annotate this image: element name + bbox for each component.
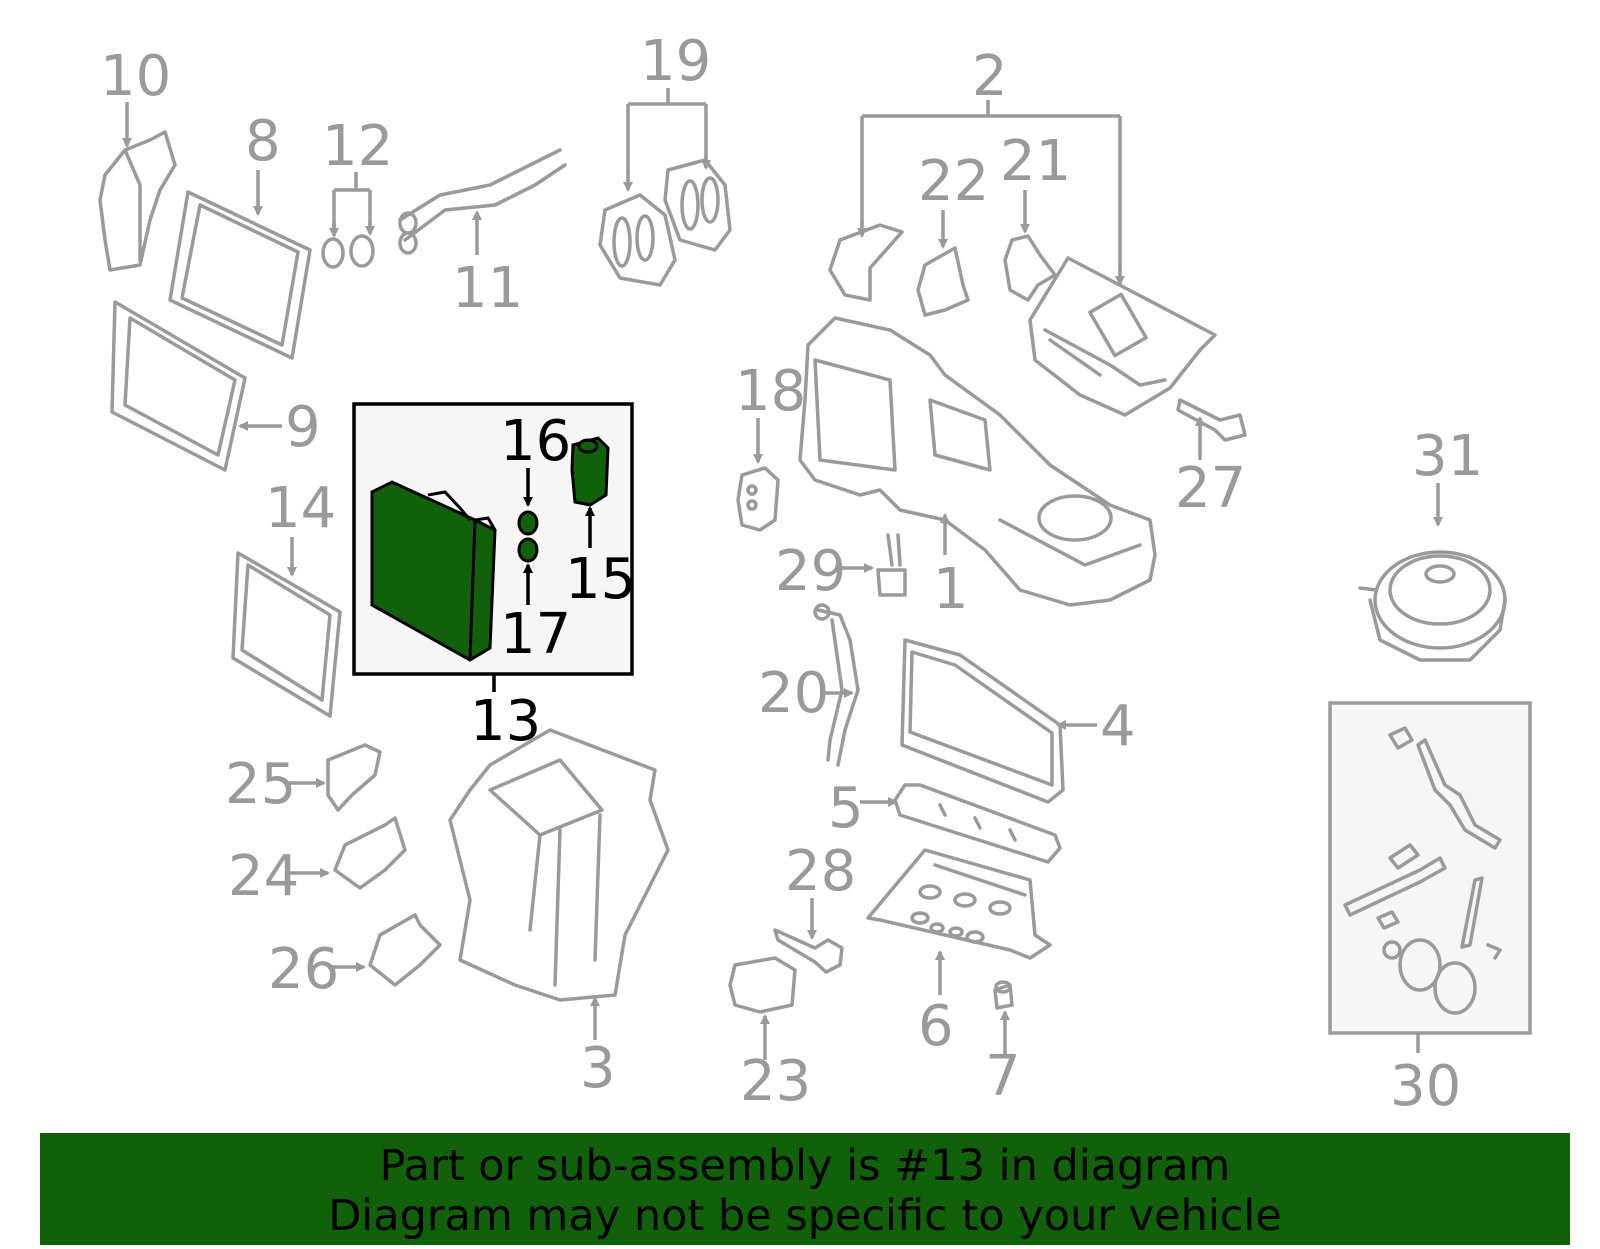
- part-10-bracket: [98, 130, 177, 272]
- part-26-actuator: [368, 913, 442, 987]
- part-22-door: [916, 246, 970, 317]
- callout-13: 13: [470, 689, 541, 754]
- part-8-heater-core: [168, 190, 312, 360]
- callout-9: 9: [285, 395, 321, 460]
- part-24-actuator: [333, 816, 407, 890]
- callout-29: 29: [775, 539, 846, 604]
- part-27-sensor: [1176, 398, 1247, 442]
- part-14-cabin-filter: [231, 551, 342, 718]
- callout-25: 25: [225, 752, 296, 817]
- part-2-door-left: [828, 223, 904, 302]
- callout-4: 4: [1100, 694, 1136, 759]
- part-21-door: [1003, 234, 1057, 302]
- callout-31: 31: [1412, 424, 1483, 489]
- callout-17: 17: [500, 602, 571, 667]
- part-29-screw: [876, 533, 907, 597]
- part-7-drain: [993, 980, 1014, 1010]
- part-28-sensor: [773, 928, 844, 974]
- callout-18: 18: [735, 359, 806, 424]
- part-30-linkage-kit: [1328, 701, 1532, 1035]
- callout-3: 3: [580, 1036, 616, 1101]
- callout-6: 6: [918, 994, 954, 1059]
- callout-26: 26: [268, 937, 339, 1002]
- part-18-actuator: [736, 466, 780, 532]
- callout-1: 1: [933, 557, 969, 622]
- callout-15: 15: [565, 547, 636, 612]
- part-31-blower-motor: [1358, 550, 1507, 662]
- part-19-gaskets: [598, 158, 732, 287]
- part-20-tube: [813, 603, 860, 767]
- part-6-tray: [866, 848, 1052, 960]
- callout-28: 28: [785, 839, 856, 904]
- callout-21: 21: [1000, 129, 1071, 194]
- callout-14: 14: [265, 476, 336, 541]
- part-9-core: [110, 300, 247, 472]
- callout-23: 23: [740, 1049, 811, 1114]
- callout-11: 11: [452, 256, 523, 321]
- banner-line-1: Part or sub-assembly is #13 in diagram: [379, 1141, 1231, 1191]
- part-11-pipe: [398, 148, 567, 255]
- part-2-upper-housing: [1028, 256, 1217, 417]
- part-4-filter: [900, 638, 1065, 804]
- callout-12: 12: [322, 114, 393, 179]
- callout-19: 19: [640, 29, 711, 94]
- callout-20: 20: [758, 661, 829, 726]
- callout-22: 22: [918, 149, 989, 214]
- part-12-rings: [321, 234, 375, 269]
- callout-27: 27: [1175, 456, 1246, 521]
- callout-2: 2: [972, 44, 1008, 109]
- callout-16: 16: [500, 409, 571, 474]
- callout-7: 7: [985, 1044, 1021, 1109]
- callout-10: 10: [100, 44, 171, 109]
- part-25-actuator: [326, 743, 382, 812]
- part-23-module: [728, 956, 797, 1014]
- callout-24: 24: [228, 844, 299, 909]
- info-banner: Part or sub-assembly is #13 in diagram D…: [40, 1133, 1570, 1245]
- banner-line-2: Diagram may not be specific to your vehi…: [328, 1191, 1282, 1241]
- part-3-lower-housing: [448, 728, 670, 1002]
- callout-5: 5: [828, 776, 864, 841]
- callout-8: 8: [245, 109, 281, 174]
- part-13-evaporator-kit: [352, 402, 634, 676]
- callout-30: 30: [1390, 1054, 1461, 1119]
- part-1-main-housing: [798, 316, 1157, 607]
